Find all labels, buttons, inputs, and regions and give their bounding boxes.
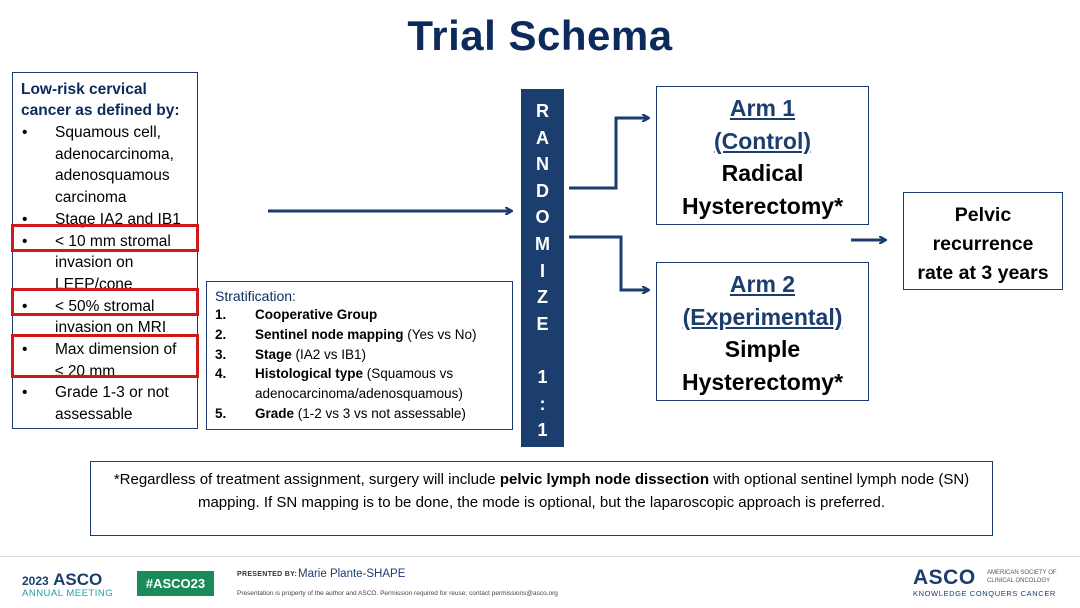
stratification-item: 2.Sentinel node mapping (Yes vs No) xyxy=(215,326,477,342)
eligibility-item-stage: Stage IA2 and IB1 xyxy=(21,209,191,231)
stratification-item: 1.Cooperative Group xyxy=(215,307,378,322)
randomize-letter: O xyxy=(535,207,550,228)
eligibility-item-stromal-mri: < 50% stromal invasion on MRI xyxy=(21,296,191,339)
highlight-max-dimension xyxy=(11,334,199,378)
arm-1-box: Arm 1 (Control) Radical Hysterectomy* xyxy=(656,86,869,225)
asco-logo: ASCO AMERICAN SOCIETY OF CLINICAL ONCOLO… xyxy=(913,566,1057,598)
disclaimer-text: Presentation is property of the author a… xyxy=(237,590,558,597)
randomize-letter: A xyxy=(536,127,549,148)
randomize-letter: I xyxy=(539,260,545,281)
arm-2-description: Simple Hysterectomy* xyxy=(681,336,844,395)
eligibility-list: Squamous cell, adenocarcinoma, adenosqua… xyxy=(21,122,191,426)
outcome-box: Pelvic recurrence rate at 3 years xyxy=(903,192,1063,290)
slide-title: Trial Schema xyxy=(407,12,673,59)
arm-2-label: Arm 2 xyxy=(729,271,796,297)
highlight-stromal-depth xyxy=(11,224,199,252)
stratification-box: Stratification: 1.Cooperative Group 2.Se… xyxy=(206,281,513,430)
footnote-text-1: *Regardless of treatment assignment, sur… xyxy=(113,471,500,488)
stratification-item: 3.Stage (IA2 vs IB1) xyxy=(215,346,367,362)
arm-2-box: Arm 2 (Experimental) Simple Hysterectomy… xyxy=(656,262,869,401)
stratification-list: 1.Cooperative Group 2.Sentinel node mapp… xyxy=(215,305,506,424)
stratification-heading: Stratification: xyxy=(215,288,296,304)
hashtag-badge: #ASCO23 xyxy=(137,571,214,596)
randomize-ratio: 1 xyxy=(537,366,548,387)
randomize-letter: E xyxy=(536,313,549,334)
presented-by-label: PRESENTED BY: xyxy=(237,571,298,578)
footnote-emphasis: pelvic lymph node dissection xyxy=(499,471,710,488)
highlight-stromal-mri xyxy=(11,288,199,316)
randomize-letter: M xyxy=(535,233,550,254)
asco-annual-meeting-logo: 2023 ASCO ANNUAL MEETING xyxy=(22,570,114,599)
eligibility-heading: Low-risk cervical cancer as defined by: xyxy=(21,81,180,119)
presenter-name: Marie Plante-SHAPE xyxy=(298,568,406,580)
stratification-item: 5.Grade (1-2 vs 3 vs not assessable) xyxy=(215,405,466,421)
randomize-ratio: 1 xyxy=(537,420,548,441)
randomize-ratio: : xyxy=(539,393,546,414)
footnote-box: *Regardless of treatment assignment, sur… xyxy=(90,461,993,536)
eligibility-item-histology: Squamous cell, adenocarcinoma, adenosqua… xyxy=(21,122,191,209)
eligibility-item-grade: Grade 1-3 or not assessable xyxy=(21,382,191,425)
randomize-letter: N xyxy=(536,154,549,175)
randomize-letter: Z xyxy=(537,287,548,308)
randomize-bar: R A N D O M I Z E 1 : 1 xyxy=(521,89,564,447)
arm-1-label: Arm 1 xyxy=(729,95,796,121)
randomize-letter: D xyxy=(536,180,549,201)
arm-1-sublabel: (Control) xyxy=(713,127,812,154)
arm-2-sublabel: (Experimental) xyxy=(682,303,843,330)
outcome-text: Pelvic recurrence rate at 3 years xyxy=(917,204,1049,284)
arrow-to-arm-2 xyxy=(569,235,648,290)
randomize-letter: R xyxy=(536,101,549,121)
arrow-to-arm-1 xyxy=(569,118,648,190)
arm-1-description: Radical Hysterectomy* xyxy=(681,160,844,219)
footnote-text-2: with optional sentinel lymph node (SN) m… xyxy=(197,471,970,511)
stratification-item: 4.Histological type (Squamous vs adenoca… xyxy=(215,366,463,402)
footer-divider xyxy=(0,556,1080,557)
